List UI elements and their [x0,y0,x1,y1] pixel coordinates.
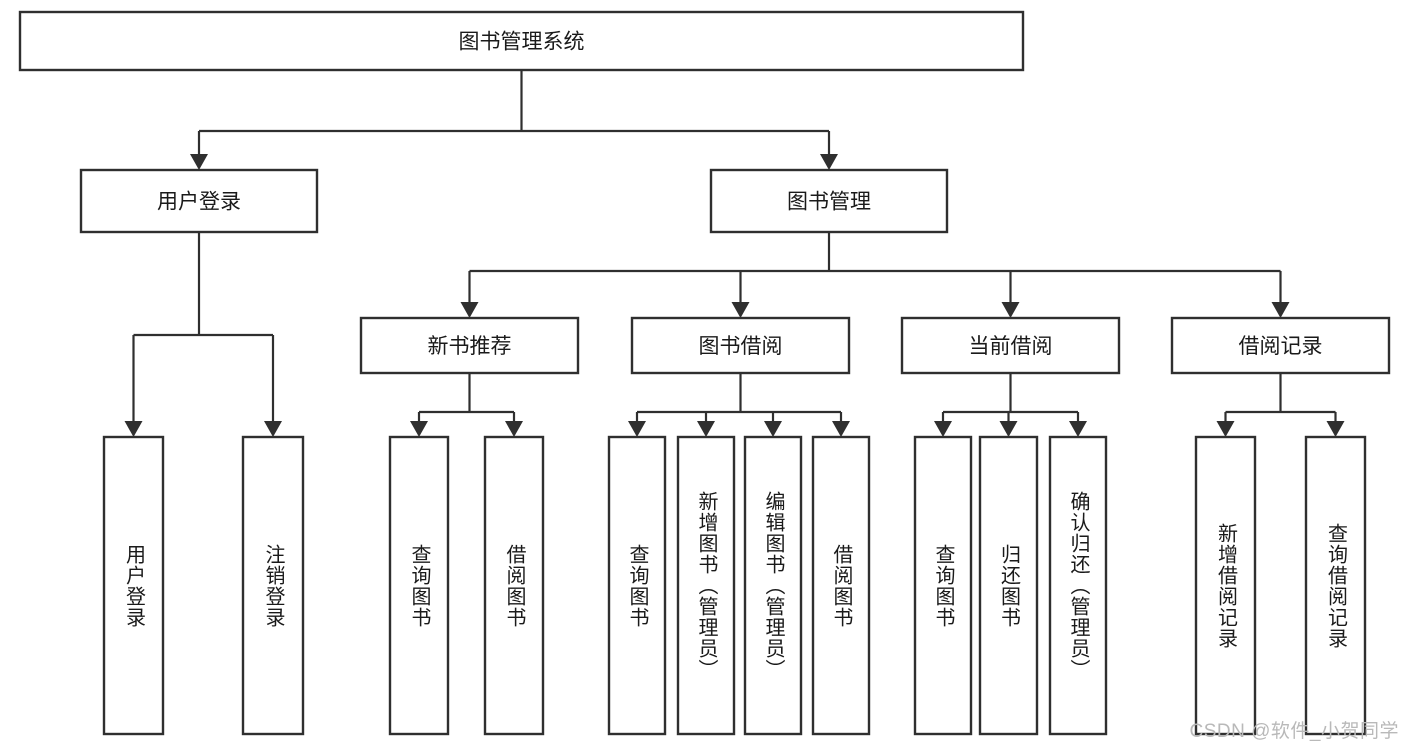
arrow-head-books-3 [1271,302,1290,318]
node-box-leaf-4[interactable] [607,435,667,736]
node-label: 图书管理系统 [459,31,585,54]
node-box-leaf-12[interactable] [1304,435,1367,736]
node-label: 图书管理 [787,191,871,214]
arrow-head-root-0 [190,154,208,170]
arrow-head-l3-3-0 [1216,421,1235,437]
arrow-head-l3-1-2 [764,421,782,437]
arrow-head-l3-3-1 [1326,421,1345,437]
arrow-head-l3-1-1 [697,421,715,437]
node-box-leaf-9[interactable] [978,435,1039,736]
node-box-level2-0[interactable] [79,168,319,234]
connectors-layer [124,70,1345,437]
arrow-head-books-1 [731,302,750,318]
node-box-leaf-7[interactable] [811,435,871,736]
node-box-leaf-11[interactable] [1194,435,1257,736]
arrow-head-books-2 [1001,302,1020,318]
node-box-leaf-3[interactable] [483,435,545,736]
node-box-level3-1[interactable] [630,316,851,375]
arrow-head-l3-0-0 [410,421,428,437]
node-label: 用户登录 [157,191,241,214]
arrow-head-user-1 [264,421,282,437]
node-box-leaf-1[interactable] [241,435,305,736]
arrow-head-l3-1-3 [832,421,850,437]
node-label: 图书借阅 [699,335,783,358]
node-box-leaf-0[interactable] [102,435,165,736]
node-box-level3-0[interactable] [359,316,580,375]
arrow-head-books-0 [460,302,479,318]
watermark-text: CSDN @软件_小贺同学 [1189,721,1399,742]
node-box-leaf-10[interactable] [1048,435,1108,736]
arrow-head-l3-0-1 [505,421,523,437]
arrow-head-l3-2-2 [1069,421,1087,437]
node-box-level3-2[interactable] [900,316,1121,375]
node-label: 借阅记录 [1239,335,1323,358]
node-box-leaf-2[interactable] [388,435,450,736]
arrow-head-l3-2-0 [934,421,952,437]
node-box-level2-1[interactable] [709,168,949,234]
node-label: 当前借阅 [969,335,1053,358]
node-box-leaf-5[interactable] [676,435,736,736]
arrow-head-l3-1-0 [628,421,646,437]
node-box-leaf-6[interactable] [743,435,803,736]
arrow-head-l3-2-1 [999,421,1018,437]
node-box-leaf-8[interactable] [913,435,973,736]
node-label: 新书推荐 [428,335,512,358]
node-box-root[interactable] [18,10,1025,72]
arrow-head-root-1 [820,154,838,170]
node-box-level3-3[interactable] [1170,316,1391,375]
arrow-head-user-0 [124,421,143,437]
